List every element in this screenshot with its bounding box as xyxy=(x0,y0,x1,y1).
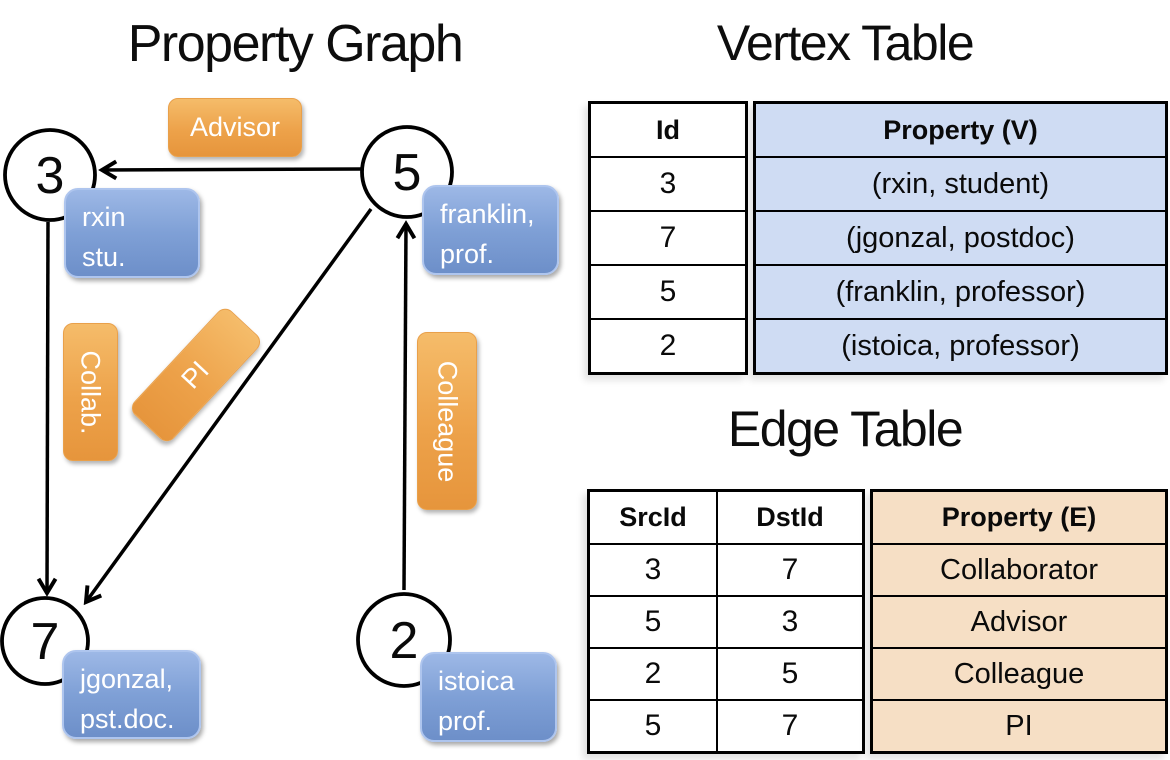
vertex-label-jgonzal: jgonzal, pst.doc. xyxy=(62,650,201,739)
vertex-id-7: 7 xyxy=(31,613,60,671)
edge-table-dstid-cell: 7 xyxy=(716,545,862,595)
edge-table-property-cell: Advisor xyxy=(873,597,1165,647)
vertex-label-jgonzal-line1: jgonzal, xyxy=(80,664,174,694)
edge-label-colleague-text: Colleague xyxy=(432,360,463,482)
vertex-table-id-column: Id 3 7 5 2 xyxy=(588,101,748,375)
edge-table-dstid-cell: 7 xyxy=(716,701,862,751)
property-graph-title: Property Graph xyxy=(127,15,464,73)
vertex-label-rxin-line2: stu. xyxy=(82,242,126,272)
edge-label-advisor-text: Advisor xyxy=(189,112,281,142)
vertex-id-2: 2 xyxy=(390,612,419,670)
edge-table-srcid-cell: 5 xyxy=(644,709,662,742)
edge-table-srcid-cell: 3 xyxy=(644,553,662,586)
edge-table-srcid-cell: 5 xyxy=(644,605,662,638)
vertex-table-id-cell: 3 xyxy=(659,167,677,200)
vertex-table-property-cell: (rxin, student) xyxy=(756,158,1165,210)
vertex-label-istoica-line2: prof. xyxy=(438,706,493,736)
edge-table-property-cell: Collaborator xyxy=(873,545,1165,595)
edge-table-property-column: Property (E) Collaborator Advisor Collea… xyxy=(870,489,1168,754)
vertex-table-id-cell: 7 xyxy=(659,221,677,254)
vertex-table-id-cell: 2 xyxy=(659,329,677,362)
edge-label-pi-text: PI xyxy=(175,355,216,395)
vertex-table-header-id: Id xyxy=(656,114,680,145)
vertex-id-5: 5 xyxy=(393,144,422,202)
edge-label-colleague: Colleague xyxy=(417,332,477,510)
edge-table-title: Edge Table xyxy=(727,401,964,457)
edge-line-advisor-5-to-3 xyxy=(102,169,363,170)
edge-table-dstid-cell: 5 xyxy=(716,649,862,699)
vertex-table-id-cell: 5 xyxy=(659,275,677,308)
edge-table-header-property: Property (E) xyxy=(873,492,1165,543)
edge-table-property-cell: PI xyxy=(873,701,1165,751)
edge-table-header-dstid: DstId xyxy=(716,492,862,543)
edge-line-collab-3-to-7 xyxy=(47,221,48,593)
vertex-table-title: Vertex Table xyxy=(716,15,975,71)
vertex-label-franklin-line1: franklin, xyxy=(440,199,535,229)
vertex-table-property-cell: (jgonzal, postdoc) xyxy=(756,212,1165,264)
vertex-id-3: 3 xyxy=(36,147,65,205)
edge-table-srcid-cell: 2 xyxy=(644,657,662,690)
vertex-table-property-column: Property (V) (rxin, student) (jgonzal, p… xyxy=(753,101,1168,375)
edge-table-id-columns: SrcId DstId 3 7 5 3 2 5 5 7 xyxy=(587,489,865,754)
vertex-table-header-property: Property (V) xyxy=(756,104,1165,156)
edge-label-collab: Collab. xyxy=(63,323,118,461)
vertex-label-jgonzal-line2: pst.doc. xyxy=(80,704,175,734)
edge-table-property-cell: Colleague xyxy=(873,649,1165,699)
vertex-label-franklin: franklin, prof. xyxy=(422,185,559,275)
vertex-label-rxin: rxin stu. xyxy=(64,188,200,278)
edge-label-collab-text: Collab. xyxy=(76,349,107,435)
vertex-label-franklin-line2: prof. xyxy=(440,239,495,269)
edge-line-colleague-2-to-5 xyxy=(404,224,406,591)
edge-table-header-srcid: SrcId xyxy=(619,502,687,532)
edge-line-pi-5-to-7 xyxy=(86,207,373,602)
vertex-label-rxin-line1: rxin xyxy=(82,202,126,232)
vertex-table-property-cell: (istoica, professor) xyxy=(756,320,1165,372)
edge-table-dstid-cell: 3 xyxy=(716,597,862,647)
edge-label-advisor: Advisor xyxy=(168,98,302,157)
vertex-label-istoica-line1: istoica xyxy=(438,666,515,696)
vertex-label-istoica: istoica prof. xyxy=(420,652,557,742)
vertex-table-property-cell: (franklin, professor) xyxy=(756,266,1165,318)
